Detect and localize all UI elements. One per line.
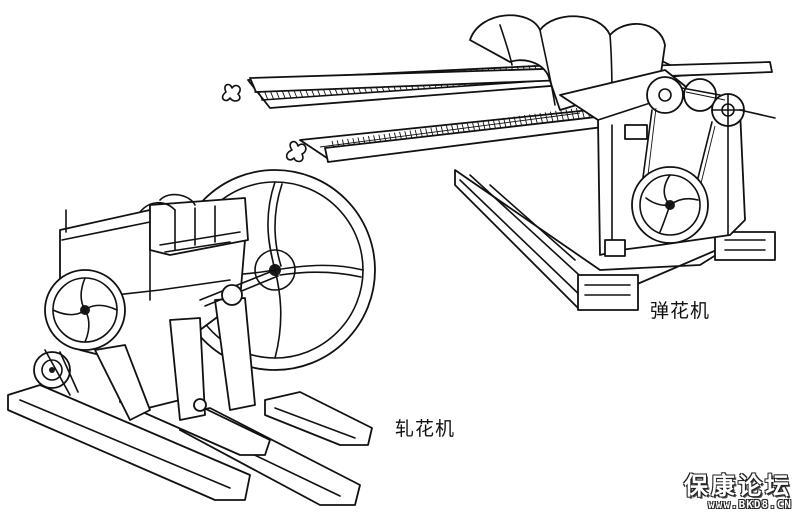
carding-machine-drawing <box>221 14 776 311</box>
watermark-url: www.BKD8.CN <box>708 498 792 511</box>
cotton-gin-label: 轧花机 <box>395 418 456 440</box>
watermark-title: 保康论坛 <box>684 472 792 500</box>
carding-machine-label: 弹花机 <box>650 300 711 322</box>
watermark: 保康论坛 www.BKD8.CN <box>684 473 792 511</box>
cotton-gin-drawing <box>7 169 376 506</box>
